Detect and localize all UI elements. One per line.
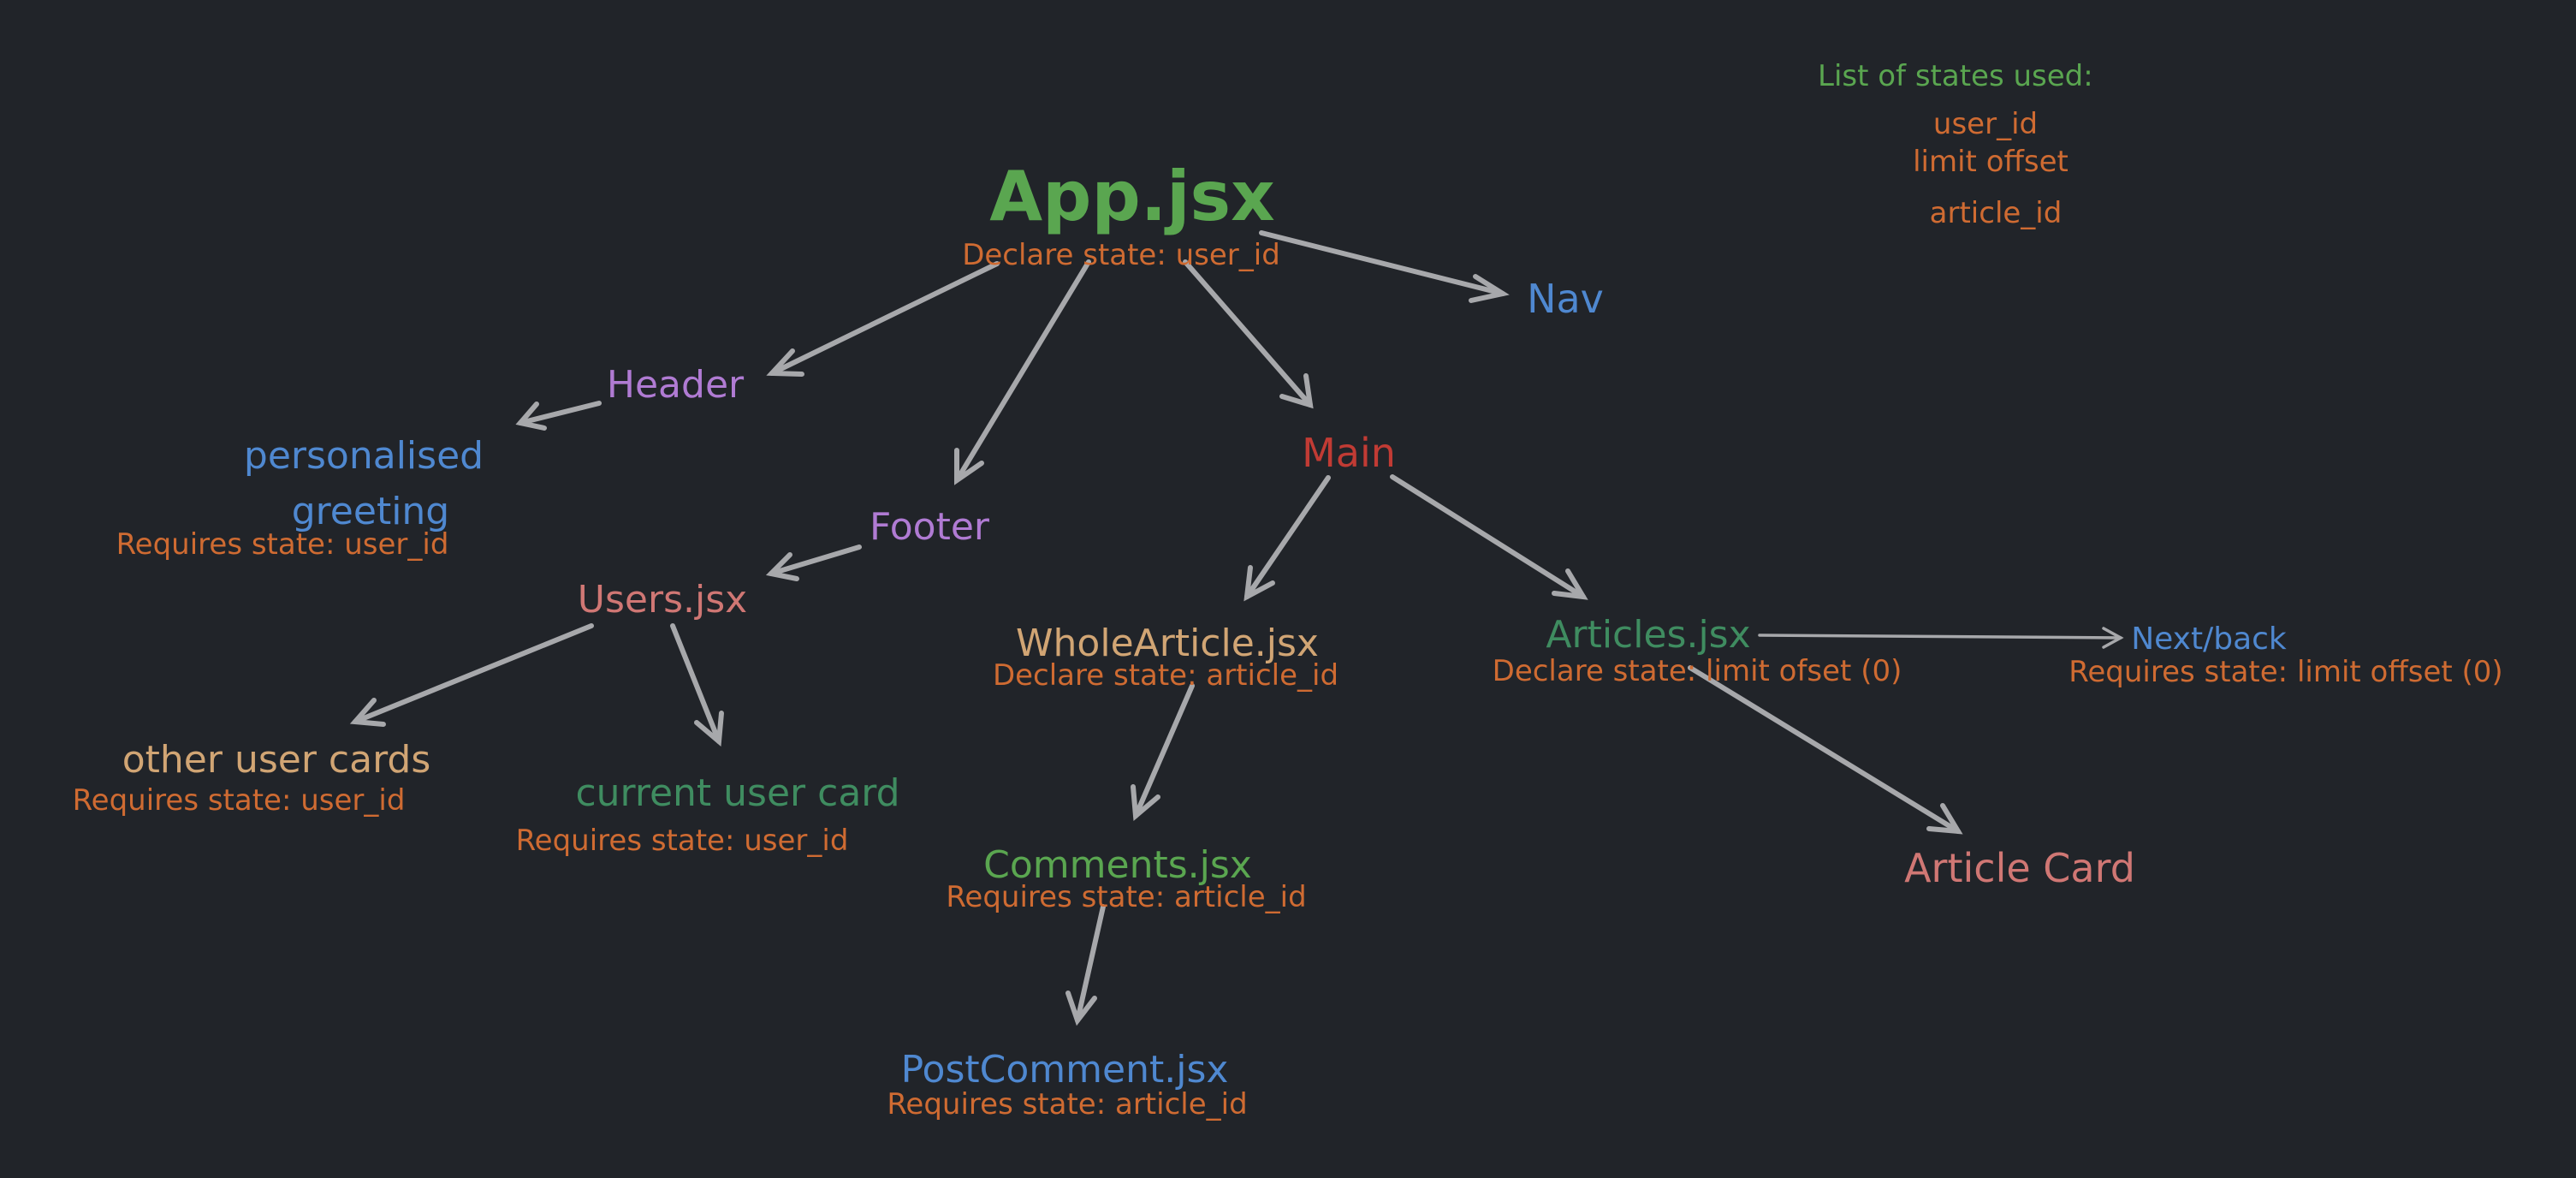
node-other-cards-label: other user cards — [122, 738, 431, 782]
node-header-label: Header — [606, 363, 745, 407]
arrow-header-to-greeting — [515, 401, 602, 431]
node-postcomment-note: Requires state: article_id — [887, 1087, 1248, 1121]
node-articlecard-label: Article Card — [1904, 845, 2135, 891]
node-users-label: Users.jsx — [577, 578, 748, 622]
node-comments-note: Requires state: article_id — [946, 880, 1307, 914]
arrow-articles-to-articlecard — [1688, 665, 1963, 835]
node-wholearticle-label: WholeArticle.jsx — [1016, 622, 1319, 665]
node-nav-label: Nav — [1527, 276, 1604, 322]
arrow-users-to-current-card — [670, 623, 724, 747]
node-footer-label: Footer — [870, 505, 989, 549]
node-wholearticle-note: Declare state: article_id — [992, 658, 1339, 693]
node-greeting-label-line2: greeting — [291, 490, 450, 533]
arrow-app-to-main — [1183, 259, 1314, 409]
node-nextback-note: Requires state: limit offset (0) — [2069, 655, 2503, 689]
arrow-app-to-header — [766, 261, 1000, 377]
node-greeting-label-line1: personalised — [243, 434, 484, 478]
node-app-label: App.jsx — [989, 157, 1275, 236]
arrow-articles-to-nextback — [1758, 627, 2124, 649]
arrow-app-to-footer — [954, 259, 1091, 485]
node-nextback-label: Next/back — [2131, 622, 2287, 657]
node-postcomment-label: PostComment.jsx — [900, 1048, 1229, 1092]
arrow-footer-to-users — [765, 544, 862, 581]
node-greeting-note: Requires state: user_id — [116, 527, 449, 562]
node-main-label: Main — [1302, 430, 1396, 476]
arrow-users-to-other-cards — [349, 623, 594, 727]
legend-state-limit-offset: limit offset — [1913, 145, 2069, 179]
arrow-app-to-nav — [1259, 230, 1510, 303]
node-app-note: Declare state: user_id — [962, 238, 1280, 272]
node-current-card-label: current user card — [575, 771, 900, 815]
arrow-main-to-articles — [1390, 474, 1588, 600]
arrow-main-to-wholearticle — [1243, 475, 1331, 602]
arrow-wholearticle-to-comments — [1131, 683, 1195, 822]
legend-state-user-id: user_id — [1932, 107, 2039, 141]
node-articles-note: Declare state: limit ofset (0) — [1492, 654, 1902, 688]
legend-title: List of states used: — [1818, 59, 2093, 93]
arrow-comments-to-postcomment — [1065, 904, 1106, 1026]
legend-state-article-id: article_id — [1929, 196, 2063, 230]
node-current-card-note: Requires state: user_id — [515, 824, 849, 858]
node-comments-label: Comments.jsx — [983, 843, 1252, 887]
node-articles-label: Articles.jsx — [1546, 613, 1751, 657]
node-other-cards-note: Requires state: user_id — [72, 783, 406, 818]
